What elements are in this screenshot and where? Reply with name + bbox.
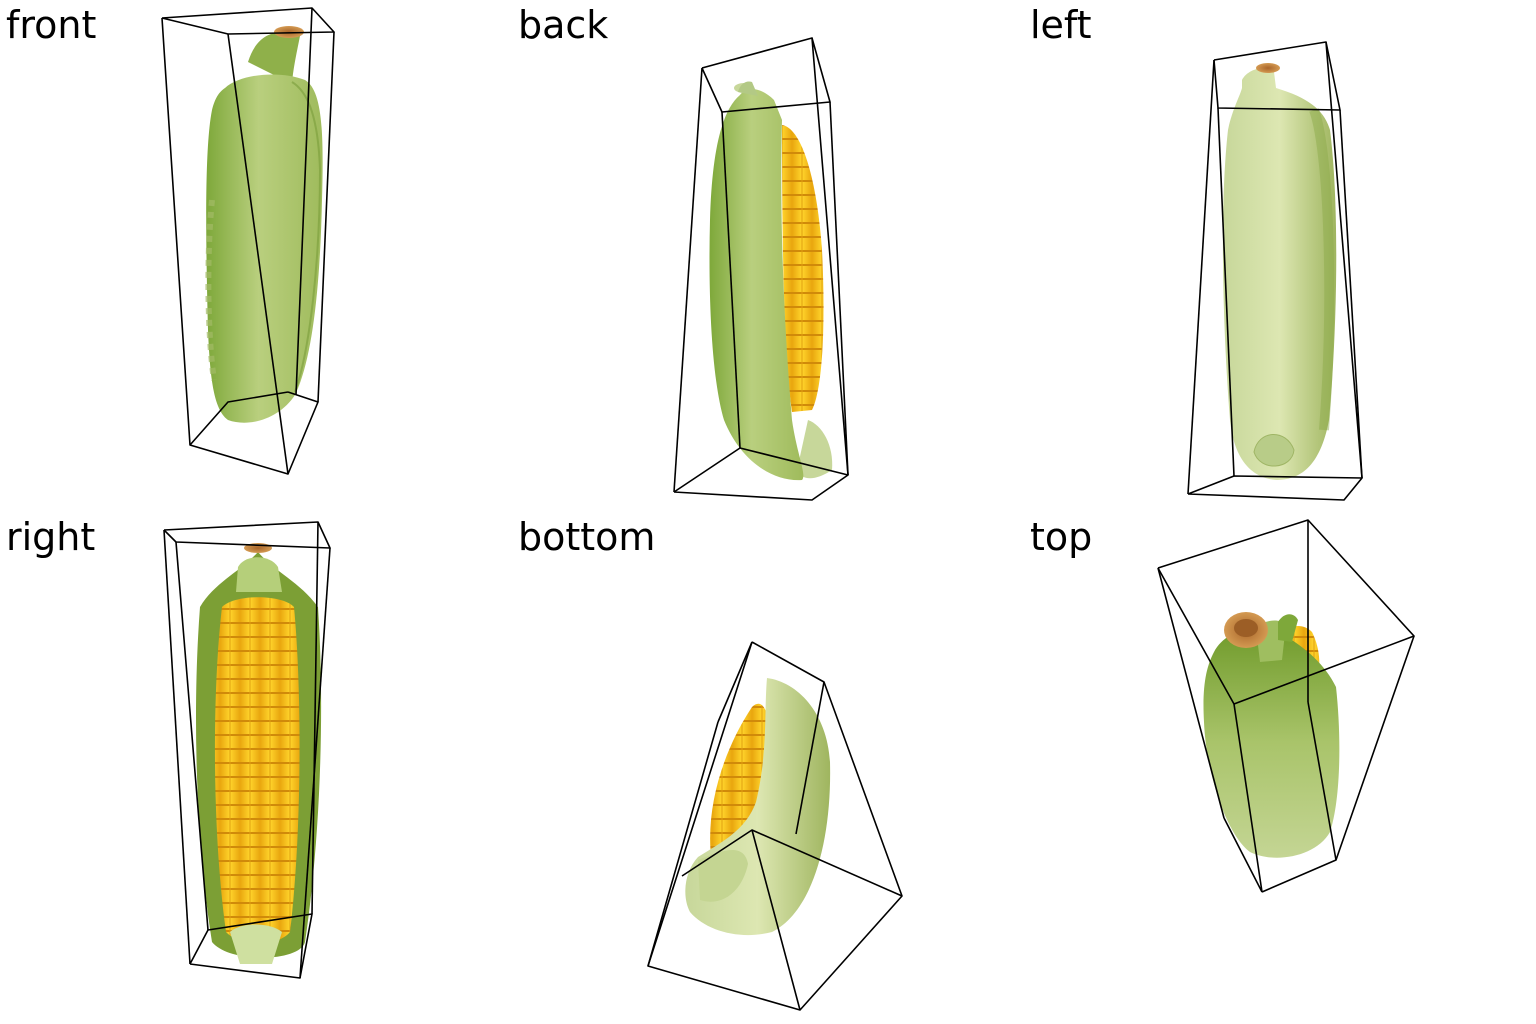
view-label-top: top xyxy=(1030,515,1093,559)
bounding-box xyxy=(1187,41,1363,501)
bounding-box xyxy=(161,7,335,475)
corn-front-render xyxy=(161,7,335,475)
panel-bottom: bottom xyxy=(512,512,1024,1024)
corn-cob-icon xyxy=(685,678,831,936)
corn-cob-icon xyxy=(205,26,323,423)
view-label-front: front xyxy=(6,3,97,47)
corn-cob-icon xyxy=(709,81,833,481)
corn-cob-icon xyxy=(1203,612,1340,858)
bounding-box xyxy=(163,521,331,979)
view-label-left: left xyxy=(1030,3,1092,47)
corn-cob-icon xyxy=(196,543,322,964)
panel-right: right xyxy=(0,512,512,1024)
bounding-box xyxy=(673,37,849,501)
view-label-back: back xyxy=(518,3,609,47)
bounding-box xyxy=(1157,519,1415,893)
corn-bottom-render xyxy=(647,641,903,1011)
corn-top-render xyxy=(1157,519,1415,893)
panel-front: front xyxy=(0,0,512,512)
panel-left: left xyxy=(1024,0,1536,512)
corn-cob-icon xyxy=(1222,63,1337,480)
panel-back: back xyxy=(512,0,1024,512)
corn-back-render xyxy=(673,37,849,501)
bounding-box xyxy=(647,641,903,1011)
corn-left-render xyxy=(1187,41,1363,501)
view-label-bottom: bottom xyxy=(518,515,656,559)
corn-right-render xyxy=(163,521,331,979)
panel-top: top xyxy=(1024,512,1536,1024)
view-label-right: right xyxy=(6,515,96,559)
